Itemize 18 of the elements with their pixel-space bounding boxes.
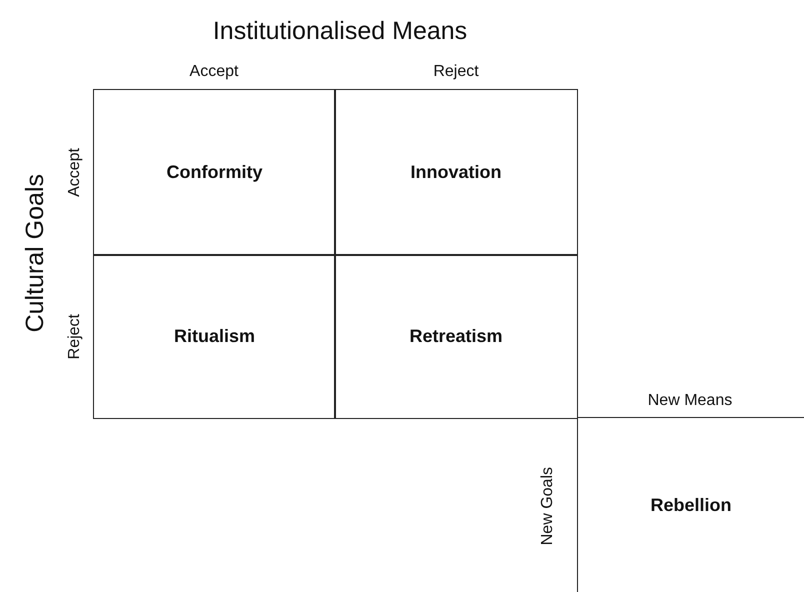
column-header: Reject (433, 63, 479, 81)
table-cell (334, 89, 578, 256)
row-header: Reject (66, 314, 84, 360)
table-cell (577, 417, 804, 592)
column-header: New Means (648, 392, 732, 410)
cell-label: Innovation (410, 162, 502, 183)
row-header: New Goals (539, 466, 557, 546)
axis-title: Institutionalised Means (212, 16, 468, 46)
row-header: Accept (66, 148, 84, 196)
cell-label: Ritualism (174, 326, 256, 347)
table-cell (93, 89, 336, 256)
column-header: Accept (190, 63, 238, 81)
cell-label: Conformity (166, 162, 262, 183)
axis-title: Cultural Goals (20, 174, 50, 332)
cell-label: Retreatism (409, 326, 503, 347)
table-cell (93, 254, 336, 419)
cell-label: Rebellion (650, 494, 732, 516)
table-cell (334, 254, 578, 419)
